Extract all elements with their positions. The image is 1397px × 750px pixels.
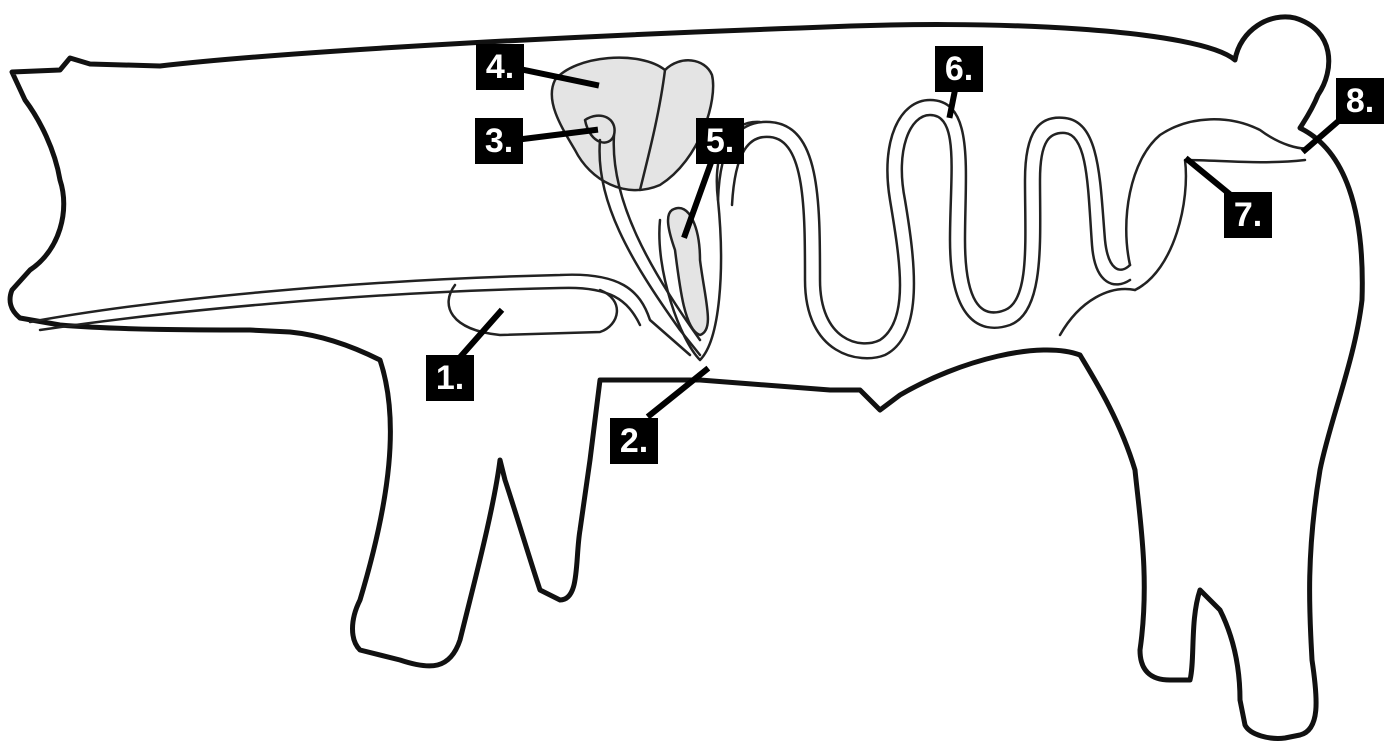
label-7: 7. bbox=[1224, 192, 1272, 238]
label-4: 4. bbox=[476, 44, 524, 90]
label-1: 1. bbox=[426, 355, 474, 401]
label-2: 2. bbox=[610, 418, 658, 464]
pointer-1 bbox=[462, 312, 500, 355]
label-6: 6. bbox=[935, 46, 983, 92]
pointer-4 bbox=[515, 68, 596, 85]
pointer-5 bbox=[685, 160, 712, 235]
label-5: 5. bbox=[696, 118, 744, 164]
pointer-3 bbox=[515, 130, 595, 140]
pointer-7 bbox=[1188, 160, 1232, 196]
pointer-6 bbox=[950, 90, 955, 115]
pointer-2 bbox=[650, 370, 706, 415]
label-8: 8. bbox=[1336, 78, 1384, 124]
label-3: 3. bbox=[475, 118, 523, 164]
